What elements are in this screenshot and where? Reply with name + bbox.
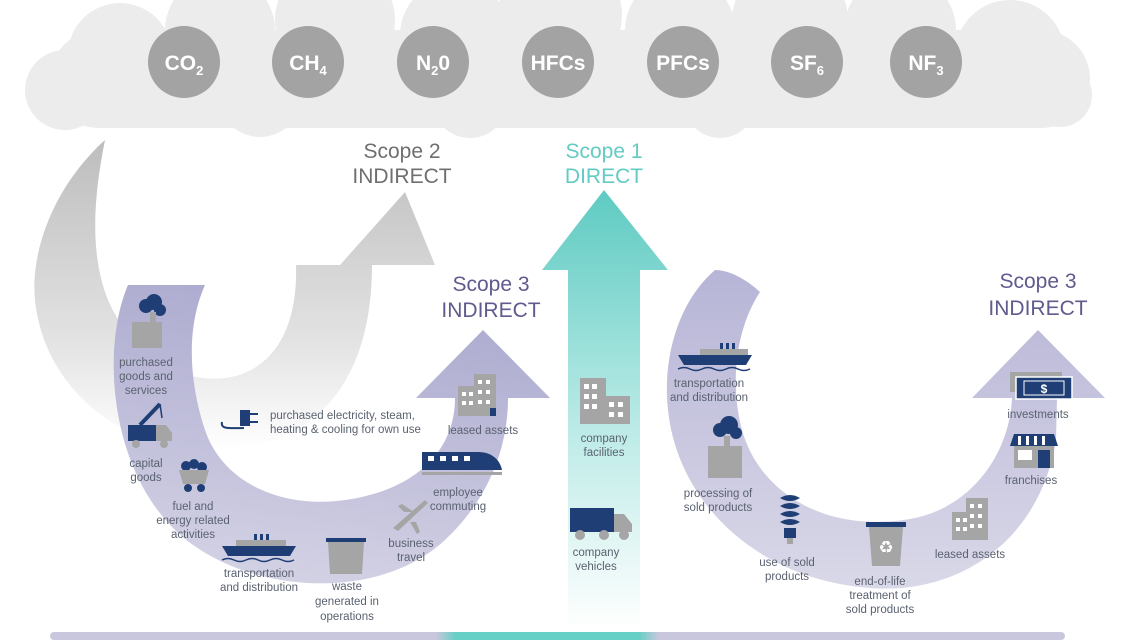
building-icon: [952, 498, 988, 540]
storefront-icon: [1010, 434, 1058, 468]
money-icon: $: [1010, 372, 1073, 400]
svg-text:DIRECT: DIRECT: [565, 165, 643, 188]
downstream-leased-assets-label: leased assets: [935, 549, 1006, 561]
svg-text:Scope 2: Scope 2: [363, 140, 440, 163]
svg-text:♻: ♻: [878, 538, 893, 558]
gas-list: CO2 CH4 N20 HFCs PFCs SF6 NF3: [148, 26, 962, 98]
truck-icon: [570, 508, 632, 540]
plug-icon: [220, 410, 258, 430]
scope3-upstream-arrow: [113, 285, 550, 584]
scope3-downstream-arrow: [666, 270, 1105, 589]
bottom-bar: [50, 632, 1065, 640]
coal-cart-icon: [179, 459, 209, 492]
money-symbol: $: [1041, 382, 1048, 396]
svg-text:N20: N20: [416, 52, 450, 78]
ship-icon: [221, 534, 296, 563]
dumpster-icon: [326, 538, 366, 574]
building-icon: [580, 378, 630, 424]
svg-text:HFCs: HFCs: [531, 52, 586, 75]
recycle-bin-icon: ♻: [866, 522, 906, 566]
crane-truck-icon: [128, 402, 172, 448]
ship-icon: [677, 343, 752, 372]
svg-text:INDIRECT: INDIRECT: [352, 165, 451, 188]
svg-text:Scope 1: Scope 1: [565, 140, 642, 163]
svg-text:INDIRECT: INDIRECT: [441, 299, 540, 322]
svg-text:Scope 3: Scope 3: [999, 270, 1076, 293]
gas-nf3: NF3: [890, 26, 962, 98]
bulb-icon: [780, 495, 800, 544]
svg-text:CH4: CH4: [289, 52, 327, 78]
factory-icon: [132, 294, 166, 348]
train-icon: [422, 452, 502, 475]
scope1-heading: Scope 1 DIRECT: [565, 140, 643, 188]
airplane-icon: [393, 500, 428, 534]
factory-icon: [708, 416, 742, 478]
building-icon: [458, 374, 496, 416]
svg-text:INDIRECT: INDIRECT: [988, 297, 1087, 320]
gas-hfcs: HFCs: [522, 26, 594, 98]
gas-ch4: CH4: [272, 26, 344, 98]
gas-sf6: SF6: [771, 26, 843, 98]
svg-text:Scope 3: Scope 3: [452, 273, 529, 296]
svg-text:PFCs: PFCs: [656, 52, 710, 75]
svg-text:SF6: SF6: [790, 52, 824, 78]
downstream-franchises-label: franchises: [1005, 475, 1058, 487]
scope2-heading: Scope 2 INDIRECT: [352, 140, 451, 188]
upstream-leased-assets-label: leased assets: [448, 425, 519, 437]
downstream-investments-label: investments: [1007, 409, 1069, 421]
scope3-upstream-heading: Scope 3 INDIRECT: [441, 273, 540, 322]
gas-pfcs: PFCs: [647, 26, 719, 98]
svg-text:CO2: CO2: [165, 52, 204, 78]
gas-n2o: N20: [397, 26, 469, 98]
scope3-downstream-heading: Scope 3 INDIRECT: [988, 270, 1087, 320]
scope2-electricity-label: purchased electricity, steam,heating & c…: [270, 410, 421, 436]
gas-co2: CO2: [148, 26, 220, 98]
svg-text:NF3: NF3: [908, 52, 943, 78]
